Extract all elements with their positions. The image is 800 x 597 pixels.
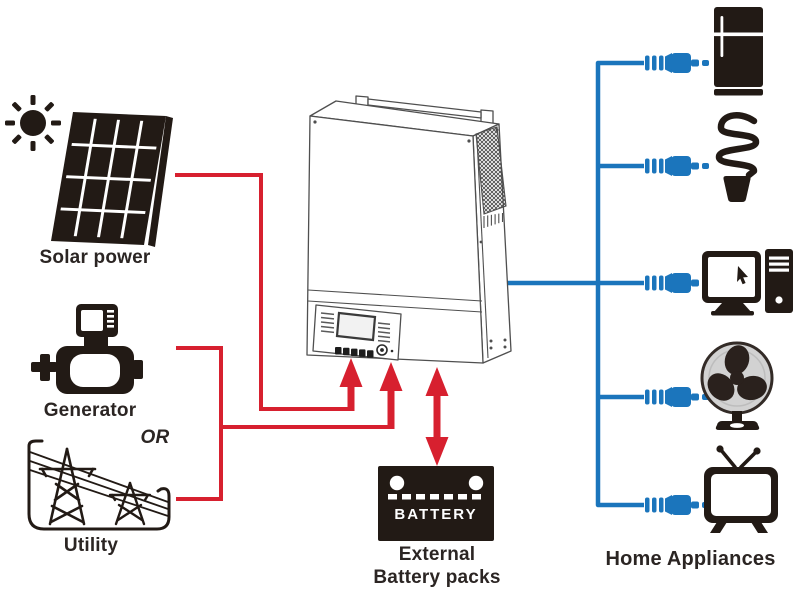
plug-connector-icon xyxy=(645,273,709,293)
solar-power-label: Solar power xyxy=(39,247,151,268)
heatsink-fins xyxy=(483,213,504,228)
panel-right-legend xyxy=(377,322,391,343)
desk-fan-icon xyxy=(700,341,774,430)
battery-caption-line2: Battery packs xyxy=(373,567,501,588)
utility-label: Utility xyxy=(63,535,119,556)
inverter-front-face xyxy=(306,115,484,364)
solar-panel-icon xyxy=(51,112,173,247)
source-wiring xyxy=(175,173,449,501)
screw-dots xyxy=(313,120,507,350)
refrigerator-icon xyxy=(714,7,763,96)
lcd-display xyxy=(335,311,377,342)
panel-left-legend xyxy=(320,312,335,334)
sun-icon xyxy=(5,95,61,151)
generator-label: Generator xyxy=(43,400,137,421)
battery-icon xyxy=(378,466,494,541)
ac-input-arrow xyxy=(379,362,403,429)
heatsink-grille xyxy=(475,126,507,215)
utility-towers-icon xyxy=(27,439,171,531)
generator-utility-wire xyxy=(176,346,223,501)
or-label: OR xyxy=(140,427,170,448)
plug-connector-icon xyxy=(645,495,709,515)
battery-dashes xyxy=(388,494,481,500)
battery-caption-line1: External xyxy=(398,544,476,565)
panel-ports xyxy=(335,347,374,358)
inverter-unit xyxy=(306,95,512,364)
load-wiring xyxy=(505,53,709,515)
home-appliances-label: Home Appliances xyxy=(605,548,776,570)
cursor-icon xyxy=(737,266,748,285)
control-panel xyxy=(312,304,402,361)
battery-double-arrow xyxy=(425,367,449,466)
cfl-bulb-icon xyxy=(715,111,760,202)
plug-connector-icon xyxy=(645,53,709,73)
solar-wire xyxy=(175,173,351,411)
desktop-computer-icon xyxy=(702,249,793,316)
solar-input-arrow xyxy=(339,358,363,411)
plug-connector-icon xyxy=(645,156,709,176)
plug-connector-icon xyxy=(645,387,709,407)
battery-badge-text: BATTERY xyxy=(394,506,478,523)
television-icon xyxy=(704,445,778,533)
generator-icon xyxy=(31,304,143,394)
